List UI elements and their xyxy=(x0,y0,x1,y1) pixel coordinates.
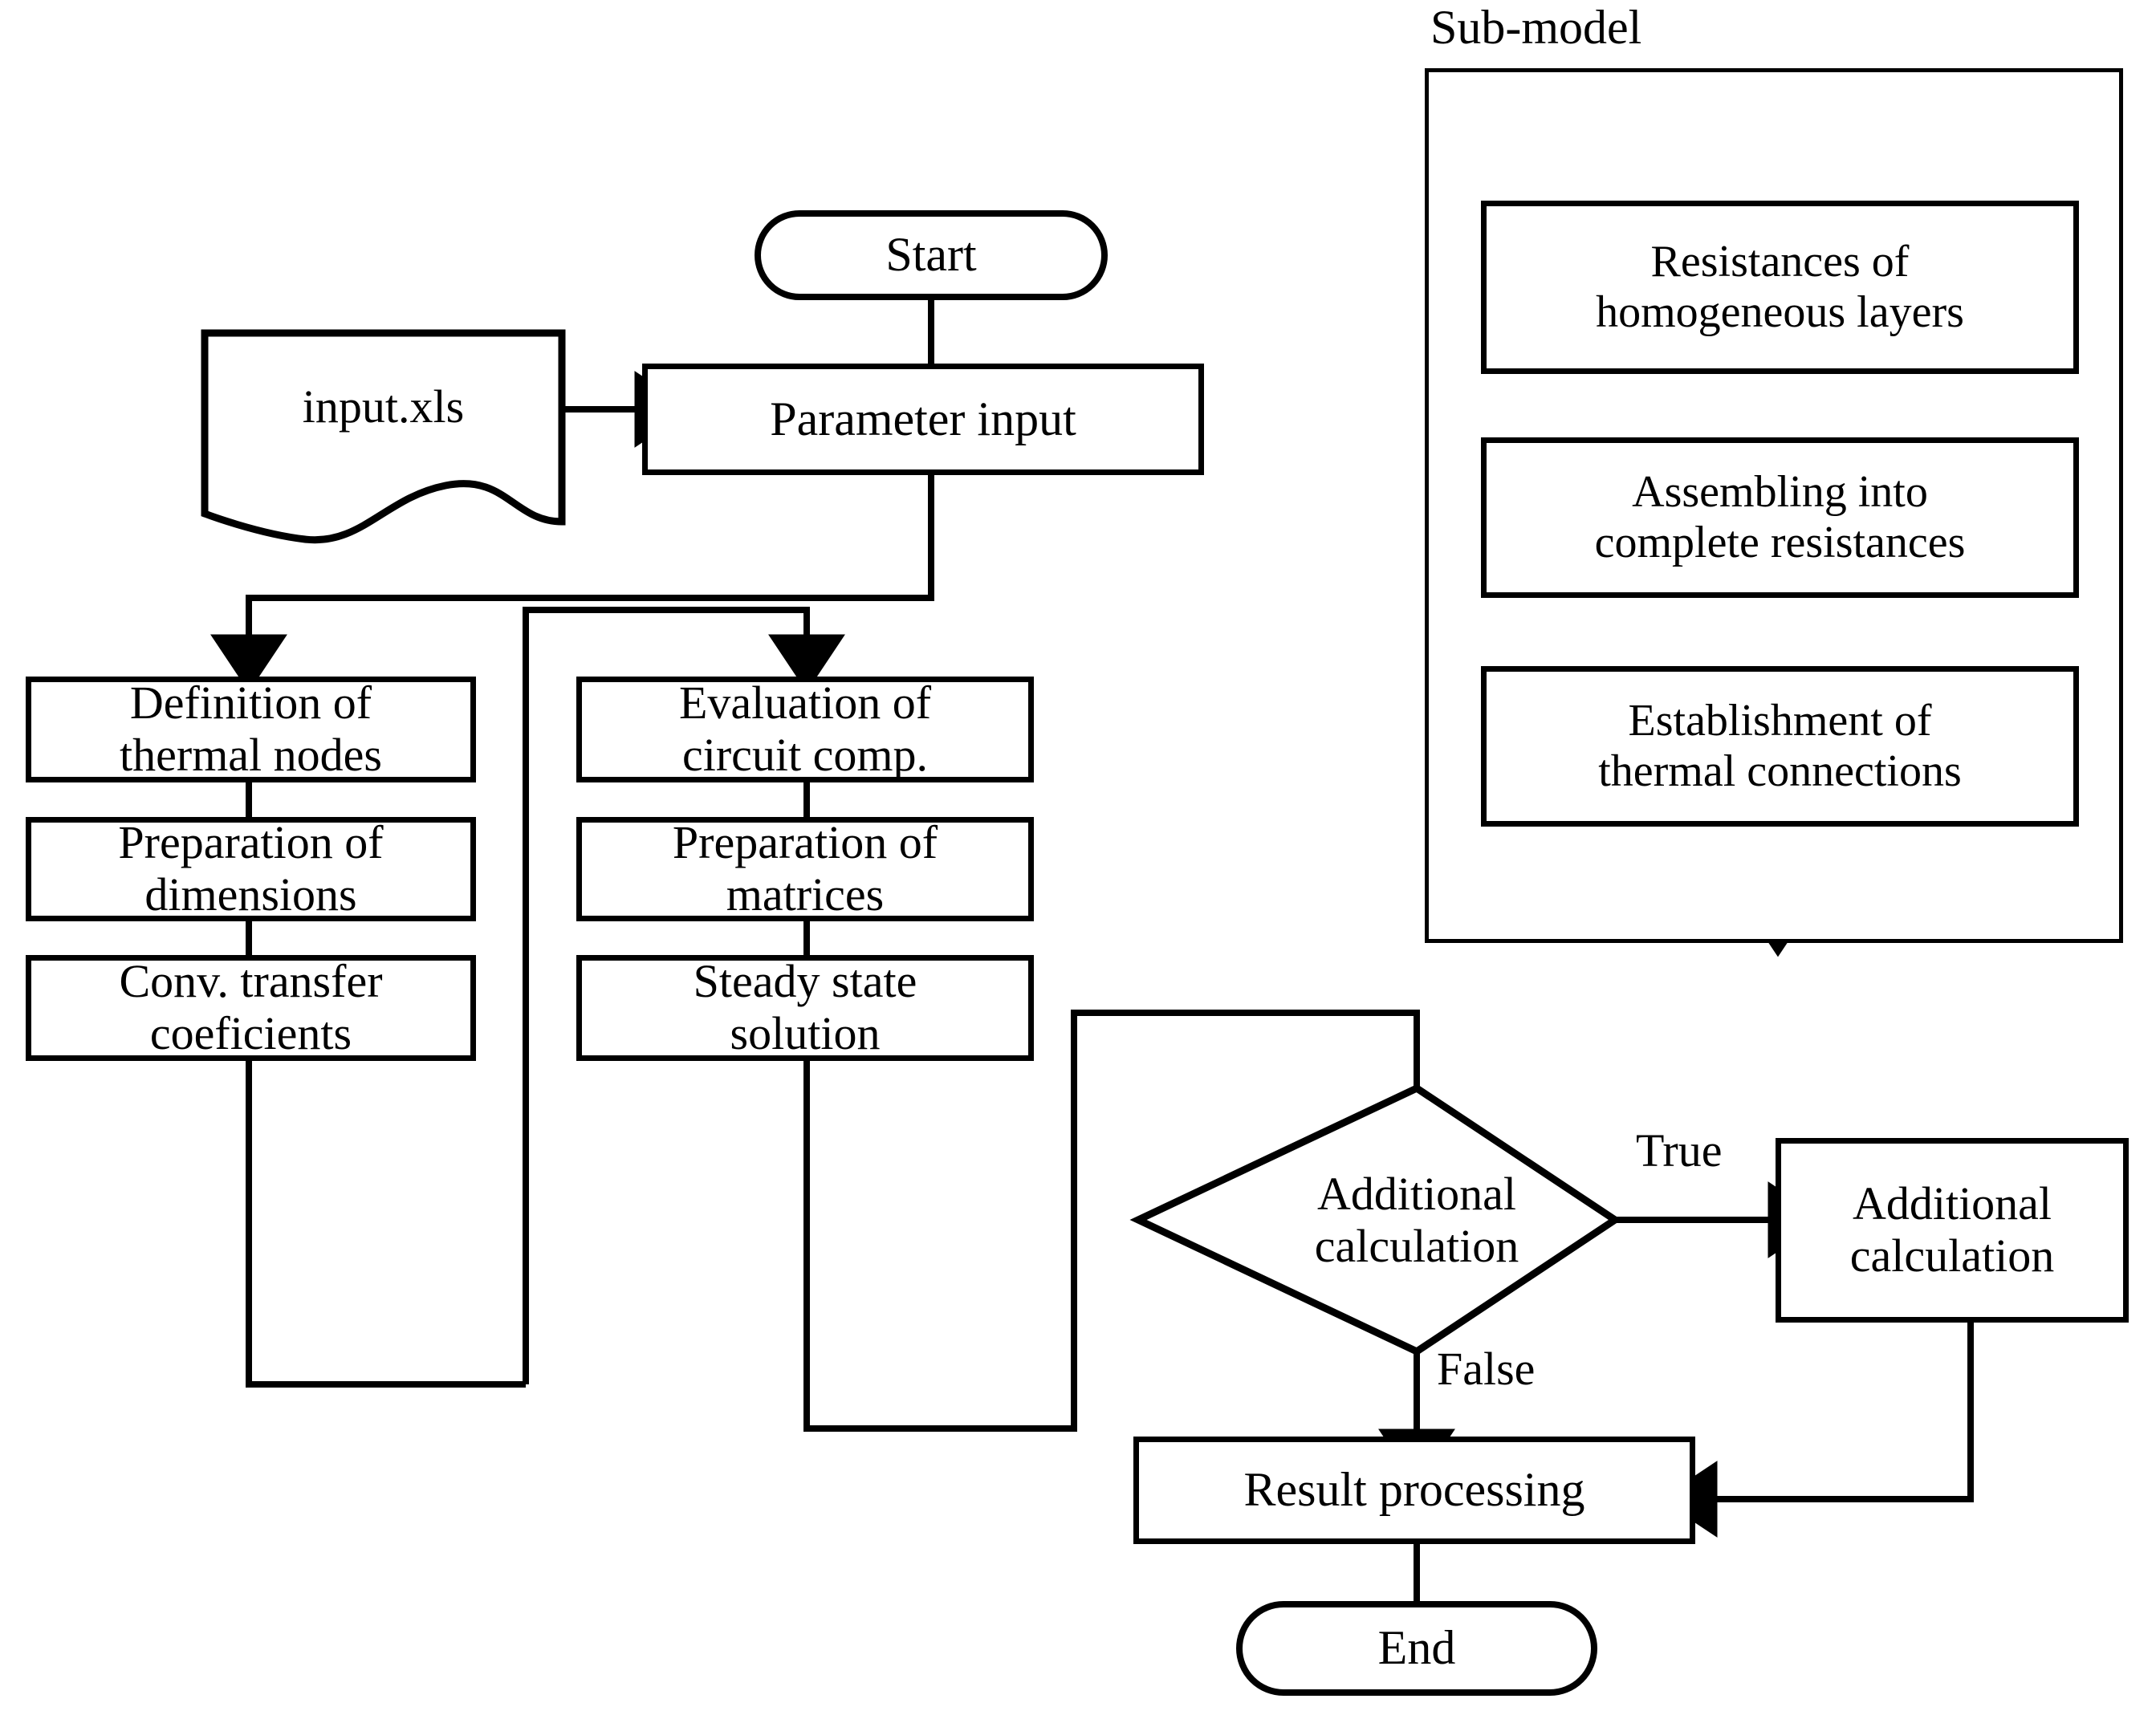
node-assembling-into-complete-resistances[interactable]: Assembling into complete resistances xyxy=(1481,437,2079,598)
edge-label-false: False xyxy=(1437,1343,1536,1395)
node-resistances-line2: homogeneous layers xyxy=(1596,287,1964,337)
node-conv-transfer-coeficients[interactable]: Conv. transfer coeficients xyxy=(26,955,476,1061)
edge-steady-state-to-decision xyxy=(803,1010,1420,1432)
node-conv-transfer-line2: coeficients xyxy=(149,1007,352,1059)
node-establishment-of-thermal-connections[interactable]: Establishment of thermal connections xyxy=(1481,666,2079,827)
node-result-processing-label: Result processing xyxy=(1243,1463,1585,1517)
node-preparation-of-matrices[interactable]: Preparation of matrices xyxy=(576,816,1034,921)
node-end-label: End xyxy=(1377,1621,1456,1675)
node-resistances-of-homogeneous-layers[interactable]: Resistances of homogeneous layers xyxy=(1481,201,2079,374)
node-start[interactable]: Start xyxy=(755,210,1108,300)
node-decision-line1: Additional xyxy=(1316,1167,1517,1220)
document-shape-inputxls xyxy=(201,329,566,544)
node-preparation-of-dimensions[interactable]: Preparation of dimensions xyxy=(26,816,476,921)
node-additional-calculation[interactable]: Additional calculation xyxy=(1776,1138,2129,1323)
edge-conv-feedback-to-bus xyxy=(246,1061,526,1388)
node-assembling-line2: complete resistances xyxy=(1594,518,1966,567)
node-decision-line2: calculation xyxy=(1314,1219,1519,1272)
node-steady-state-solution[interactable]: Steady state solution xyxy=(576,955,1034,1061)
node-evaluation-line1: Evaluation of xyxy=(678,677,932,730)
node-steady-state-line2: solution xyxy=(730,1007,881,1059)
node-parameter-input-label: Parameter input xyxy=(770,392,1076,445)
node-definition-line1: Definition of xyxy=(129,677,372,730)
node-evaluation-line2: circuit comp. xyxy=(681,729,928,781)
node-prep-dimensions-line1: Preparation of xyxy=(118,816,384,869)
node-definition-of-thermal-nodes[interactable]: Definition of thermal nodes xyxy=(26,677,476,782)
node-prep-dimensions-line2: dimensions xyxy=(144,868,357,921)
node-evaluation-of-circuit-comp[interactable]: Evaluation of circuit comp. xyxy=(576,677,1034,782)
decision-diamond-shape xyxy=(1129,1083,1622,1356)
edge-additional-calculation-to-result-processing xyxy=(1659,1323,1974,1538)
node-establishment-line2: thermal connections xyxy=(1598,746,1962,796)
node-resistances-line1: Resistances of xyxy=(1650,237,1910,287)
node-parameter-input[interactable]: Parameter input xyxy=(642,364,1204,475)
node-assembling-line1: Assembling into xyxy=(1632,467,1928,518)
node-prep-matrices-line1: Preparation of xyxy=(672,816,938,869)
node-definition-line2: thermal nodes xyxy=(120,729,382,781)
edge-parameter-input-to-definition xyxy=(210,475,934,693)
node-input-file-label: input.xls xyxy=(302,380,465,433)
node-conv-transfer-line1: Conv. transfer xyxy=(119,955,383,1008)
edge-label-true: True xyxy=(1636,1124,1723,1177)
node-establishment-line1: Establishment of xyxy=(1628,696,1932,746)
node-start-label: Start xyxy=(885,228,977,282)
node-decision-additional-calculation[interactable]: Additional calculation xyxy=(1236,1162,1597,1278)
node-additional-calc-line1: Additional xyxy=(1852,1177,2052,1230)
edge-loop-to-evaluation xyxy=(523,607,845,1384)
node-steady-state-line1: Steady state xyxy=(693,955,917,1008)
node-end[interactable]: End xyxy=(1236,1601,1597,1696)
submodel-title: Sub-model xyxy=(1430,1,1642,54)
node-result-processing[interactable]: Result processing xyxy=(1133,1437,1695,1544)
node-input-file[interactable]: input.xls xyxy=(205,333,562,542)
node-prep-matrices-line2: matrices xyxy=(726,868,885,921)
node-additional-calc-line2: calculation xyxy=(1849,1229,2055,1282)
